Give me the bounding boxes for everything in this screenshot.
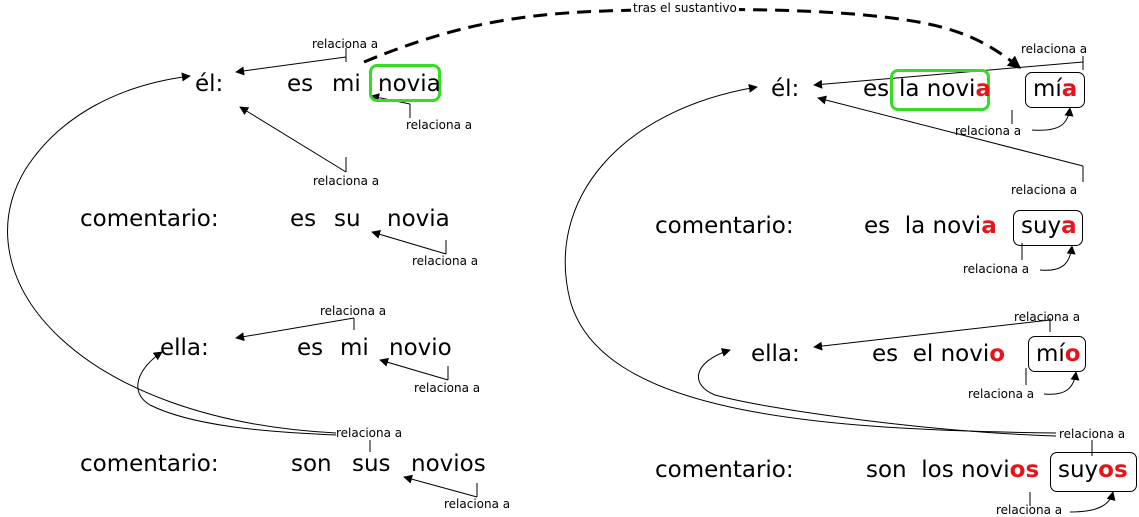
left-c2-speaker: comentario:: [80, 451, 219, 477]
left-c2-relation-top: relaciona a: [336, 426, 403, 440]
right-c1-speaker: comentario:: [655, 213, 794, 239]
right-ella-relation-top: relaciona a: [1014, 310, 1081, 324]
right-c2-prefix: son los novi: [866, 457, 1010, 483]
right-c1-suya-stem: suy: [1021, 213, 1062, 239]
right-el-mia-ending: a: [1061, 76, 1078, 102]
right-c1-suya: suya: [1021, 215, 1077, 238]
left-ella-novio-arrow: [379, 357, 449, 381]
right-c1-suya-curve: [1039, 245, 1076, 271]
right-c2-suyos-ending: os: [1098, 457, 1128, 483]
right-c2-to-ella-curve: [698, 348, 1057, 437]
right-ella-mio: mío: [1036, 343, 1081, 366]
right-c2-relation-top: relaciona a: [1059, 427, 1126, 441]
left-c1-novia-arrow: [371, 229, 447, 255]
right-ella-relation-bottom: relaciona a: [968, 387, 1035, 401]
left-ella-relation-bottom: relaciona a: [414, 381, 481, 395]
right-ella-mio-ending: o: [1064, 341, 1081, 367]
left-c2-to-el-curve: [7, 72, 337, 434]
right-el-mia-curve: [1031, 107, 1074, 131]
top-arc-label: tras el sustantivo: [631, 1, 739, 15]
left-c1-novia: novia: [387, 206, 450, 232]
right-ella-arrow: [813, 319, 1051, 351]
right-el-arrow: [813, 61, 1084, 89]
right-el-la-novi-text: la novi: [899, 76, 976, 102]
left-c1-relation-bottom: relaciona a: [412, 254, 479, 268]
right-ella-speaker: ella:: [751, 341, 800, 367]
left-c2-relation-bottom: relaciona a: [444, 497, 511, 511]
left-ella-mi: mi: [340, 335, 369, 361]
left-c1-arrow: [239, 106, 347, 173]
left-c1-su: su: [334, 206, 361, 232]
right-el-relation-bottom: relaciona a: [955, 124, 1022, 138]
right-ella-mio-box: [1028, 336, 1086, 372]
left-c1-es: es: [290, 206, 317, 232]
tras-el-sustantivo-arc: [363, 7, 1022, 70]
right-el-relation-top: relaciona a: [1021, 42, 1088, 56]
right-c1-suya-ending: a: [1061, 213, 1077, 239]
left-ella-es: es: [297, 335, 324, 361]
right-ella-prefix: es el novi: [872, 341, 990, 367]
right-c1-ending: a: [981, 213, 997, 239]
left-el-mi-arrow: [235, 56, 347, 76]
left-ella-speaker: ella:: [160, 335, 209, 361]
right-c2-suyos-box: [1050, 452, 1137, 492]
right-el-ending: a: [975, 76, 991, 102]
right-c2-speaker: comentario:: [655, 457, 794, 483]
right-c2-suyos-curve: [1069, 491, 1116, 513]
left-el-mi: mi: [332, 71, 361, 97]
right-c2-to-el-curve: [564, 83, 1057, 434]
left-c2-novios: novios: [411, 451, 486, 477]
right-c2-suyos-stem: suy: [1058, 457, 1099, 483]
left-c2-son: son: [291, 451, 332, 477]
left-c2-sus: sus: [352, 451, 391, 477]
right-c2-phrase: son los novios: [866, 459, 1039, 482]
left-ella-novio: novio: [389, 335, 452, 361]
right-ella-phrase: es el novio: [872, 343, 1005, 366]
right-c1-prefix: es la novi: [864, 213, 982, 239]
right-c2-suyos: suyos: [1058, 459, 1128, 482]
left-el-novia-box: [369, 64, 441, 102]
right-c1-relation-bottom: relaciona a: [963, 262, 1030, 276]
left-ella-arrow: [235, 317, 355, 342]
right-el-es: es: [863, 76, 890, 102]
left-el-es: es: [287, 71, 314, 97]
right-ella-mio-curve: [1043, 371, 1080, 395]
right-el-mia: mía: [1033, 78, 1077, 101]
left-c2-to-ella-curve: [137, 351, 337, 436]
left-el-novia: novia: [378, 71, 441, 97]
right-ella-ending: o: [989, 341, 1006, 367]
left-c1-speaker: comentario:: [80, 206, 219, 232]
right-c2-relation-bottom: relaciona a: [996, 503, 1063, 517]
right-c2-ending: os: [1009, 457, 1040, 483]
right-c1-phrase: es la novia: [864, 215, 997, 238]
right-el-la-novia-box: [890, 69, 990, 111]
right-el-mia-stem: mí: [1033, 76, 1062, 102]
right-c1-relation-top: relaciona a: [1011, 183, 1078, 197]
right-c1-suya-box: [1013, 210, 1083, 246]
left-el-relation-bottom: relaciona a: [406, 118, 473, 132]
right-el-la-novi: la novia: [899, 78, 991, 101]
right-el-mia-box: [1025, 72, 1085, 108]
left-el-relation-top: relaciona a: [312, 37, 379, 51]
right-ella-mio-stem: mí: [1036, 341, 1065, 367]
left-ella-relation-top: relaciona a: [320, 304, 387, 318]
right-c1-arrow: [817, 95, 1084, 167]
right-el-speaker: él:: [771, 76, 800, 102]
left-el-speaker: él:: [195, 71, 224, 97]
left-c2-novios-arrow: [403, 474, 478, 498]
left-c1-relation-top: relaciona a: [313, 174, 380, 188]
